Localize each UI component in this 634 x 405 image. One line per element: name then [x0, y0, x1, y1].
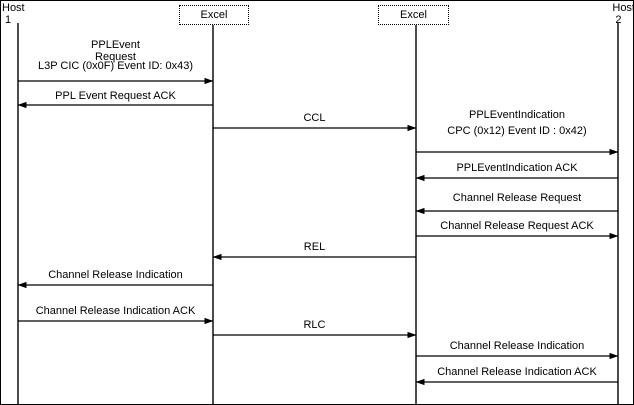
- actor-index-host1: 1: [5, 14, 12, 26]
- message-label-m11: RLC: [303, 319, 326, 331]
- message-label-m12: Channel Release Indication: [449, 340, 585, 352]
- message-label-m1-line3: L3P CIC (0x0F) Event ID: 0x43): [37, 60, 194, 72]
- message-arrows-group: [17, 77, 619, 386]
- actor-label-excel1: Excel: [200, 9, 228, 21]
- message-label-m4-line2: CPC (0x12) Event ID : 0x42): [447, 125, 587, 137]
- message-label-m7: Channel Release Request ACK: [440, 220, 594, 232]
- lifelines-group: [17, 23, 619, 404]
- message-label-m3: CCL: [303, 112, 326, 124]
- actor-name-host2: Host: [612, 2, 634, 14]
- message-label-m4: PPLEventIndication: [468, 109, 566, 121]
- message-label-m1-line2: Request: [95, 51, 136, 63]
- message-label-m10: Channel Release Indication ACK: [35, 305, 196, 317]
- message-label-m8: REL: [303, 241, 326, 253]
- message-label-m9: Channel Release Indication: [48, 269, 183, 281]
- actor-name-host1: Host: [2, 2, 25, 14]
- actor-index-host2: 2: [615, 14, 622, 26]
- message-label-m6: Channel Release Request: [452, 192, 582, 204]
- message-label-m2: PPL Event Request ACK: [55, 90, 176, 102]
- message-label-m13: Channel Release Indication ACK: [437, 366, 597, 378]
- actor-box-excel2[interactable]: Excel: [378, 5, 449, 25]
- message-label-m5: PPLEventIndication ACK: [456, 162, 578, 174]
- message-label-m1: PPLEvent: [91, 39, 140, 51]
- actor-label-excel2: Excel: [400, 9, 427, 21]
- actor-box-excel1[interactable]: Excel: [179, 5, 249, 25]
